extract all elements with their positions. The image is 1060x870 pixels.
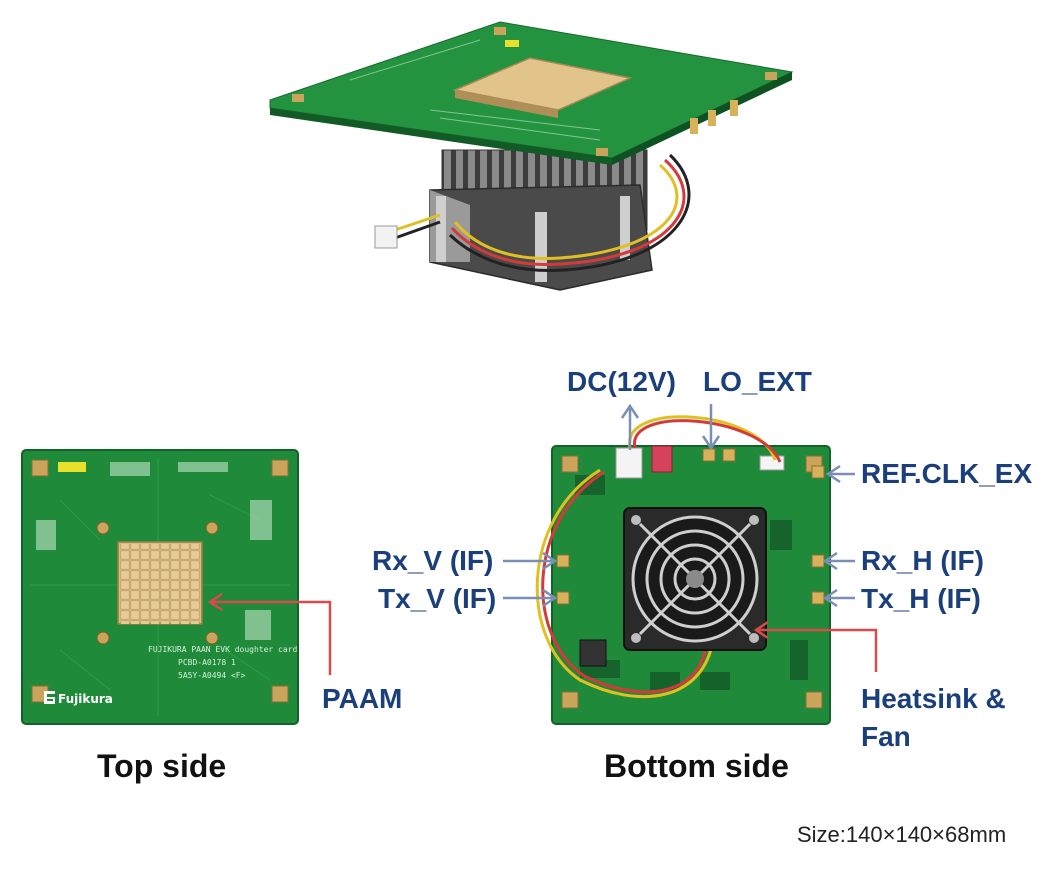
perspective-connector xyxy=(374,225,398,249)
heatsink-fan xyxy=(623,507,767,651)
caption-top-side: Top side xyxy=(97,748,227,784)
fujikura-logo: Fujikura xyxy=(44,691,113,706)
paam-arrow xyxy=(212,600,332,675)
label-lo-ext: LO_EXT xyxy=(703,366,812,397)
heatsink-arrow xyxy=(758,628,878,672)
top-side-silk-line3: 5A5Y-A0494 <F> xyxy=(178,671,246,680)
perspective-sma-connectors xyxy=(690,100,738,134)
label-tx-h: Tx_H (IF) xyxy=(861,583,981,614)
label-tx-v: Tx_V (IF) xyxy=(378,583,497,614)
label-rx-v: Rx_V (IF) xyxy=(372,545,494,576)
label-ref-clk: REF.CLK_EX xyxy=(861,458,1033,489)
perspective-paam xyxy=(452,57,633,111)
bottom-side-board xyxy=(535,415,831,725)
top-side-silk-line1: FUJIKURA PAAN EVK doughter card xyxy=(148,645,297,654)
bottom-side-sma-connectors xyxy=(556,448,825,605)
top-side-corner-pads xyxy=(31,459,289,703)
label-paam: PAAM xyxy=(322,683,403,714)
label-rx-h: Rx_H (IF) xyxy=(861,545,984,576)
caption-bottom-side: Bottom side xyxy=(604,748,789,784)
callout-arrows xyxy=(207,403,878,675)
dc-connector xyxy=(615,447,643,479)
label-heatsink-line1: Heatsink & xyxy=(861,683,1006,714)
dip-switch xyxy=(651,445,673,473)
size-note: Size:140×140×68mm xyxy=(797,822,1007,847)
perspective-silkscreen xyxy=(349,39,601,141)
brand-name: Fujikura xyxy=(58,692,113,706)
label-heatsink-line2: Fan xyxy=(861,721,911,752)
bottom-side-wires xyxy=(535,415,782,699)
top-side-silk-line2: PCBD-A0178 1 xyxy=(178,658,236,667)
perspective-evk-board xyxy=(269,21,794,291)
top-side-board: FUJIKURA PAAN EVK doughter card PCBD-A01… xyxy=(21,449,299,725)
perspective-corner-pad xyxy=(292,94,304,102)
label-dc: DC(12V) xyxy=(567,366,676,397)
bottom-side-chip xyxy=(579,639,607,667)
perspective-wires xyxy=(394,153,691,273)
